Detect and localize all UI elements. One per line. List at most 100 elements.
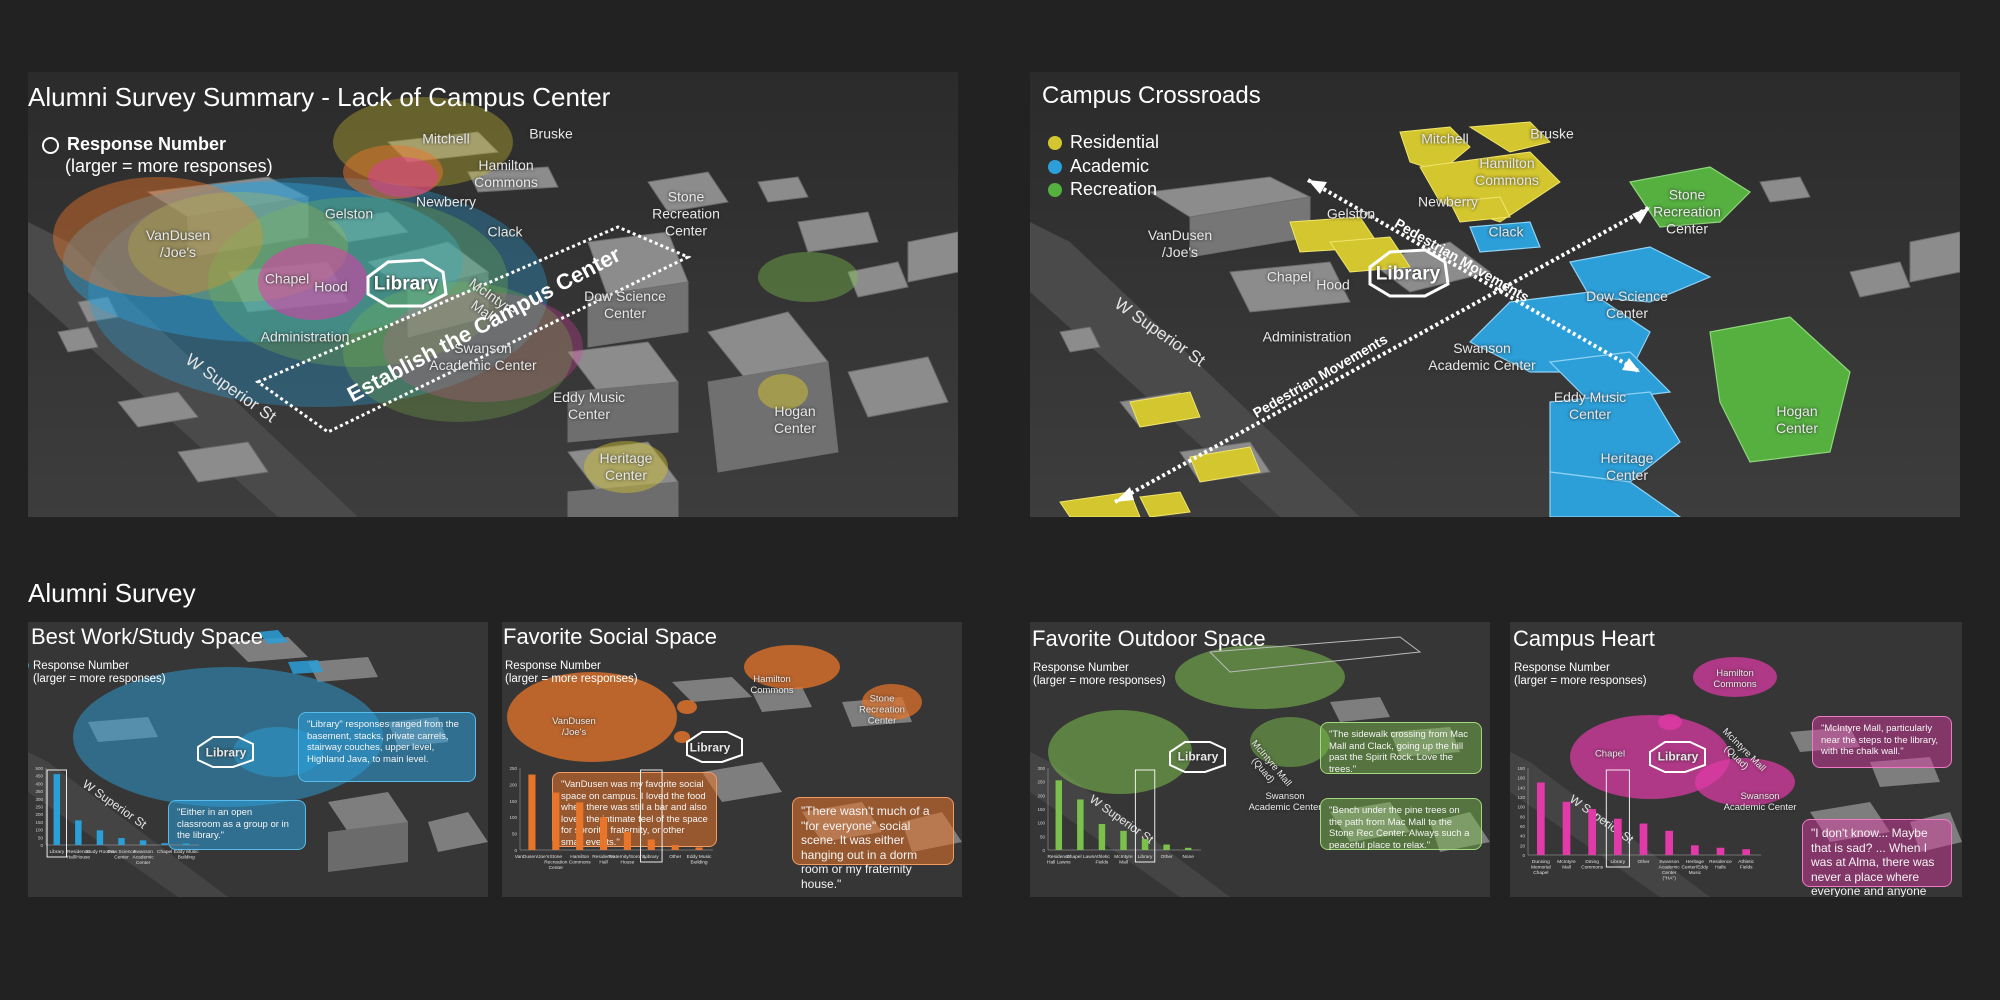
- y-tick-label: 100: [35, 828, 43, 833]
- y-tick-label: 150: [509, 799, 517, 804]
- x-tick-label: Library: [1138, 854, 1153, 860]
- label-swanson: Swanson Academic Center: [429, 340, 537, 373]
- heart-quote-2: "I don't know... Maybe that is sad? ... …: [1802, 819, 1952, 897]
- label-stone: Stone Recreation Center: [652, 188, 720, 239]
- highlight-box: [640, 769, 663, 863]
- bar: [139, 840, 147, 845]
- recreation-buildings: [1628, 166, 1851, 463]
- residential-buildings: [1059, 121, 1561, 517]
- crossroads-panel: Campus Crossroads Residential Academic R…: [1030, 72, 1960, 517]
- highlight-box: [46, 769, 67, 858]
- label-stone: Stone Recreation Center: [1653, 186, 1721, 237]
- y-tick-label: 500: [35, 766, 43, 771]
- summary-panel: Alumni Survey Summary - Lack of Campus C…: [28, 72, 958, 517]
- y-tick-label: 60: [1520, 824, 1526, 829]
- y-tick-label: 250: [1037, 780, 1045, 785]
- label-chapel: Chapel: [1266, 268, 1312, 285]
- label-stone: Stone Recreation Center: [859, 693, 905, 727]
- outdoor-map: [1030, 622, 1490, 897]
- label-vandusen: VanDusen /Joe's: [145, 227, 211, 260]
- social-legend: Response Number(larger = more responses): [502, 660, 638, 686]
- label-mitchell: Mitchell: [1421, 130, 1469, 147]
- x-tick-label: Study Rooms: [86, 849, 115, 855]
- outdoor-title: Favorite Outdoor Space: [1032, 626, 1266, 651]
- label-hamilton: Hamilton Commons: [750, 674, 794, 696]
- label-bruske: Bruske: [529, 125, 573, 142]
- y-tick-label: 350: [35, 789, 43, 794]
- y-tick-label: 300: [1037, 766, 1045, 771]
- label-gelston: Gelston: [1326, 205, 1376, 222]
- outdoor-quote-1: "The sidewalk crossing from Mac Mall and…: [1320, 722, 1482, 775]
- summary-legend-title: Response Number: [42, 134, 226, 155]
- label-chapel: Chapel: [264, 270, 310, 287]
- y-tick-label: 250: [35, 805, 43, 810]
- academic-dot-icon: [1048, 160, 1062, 175]
- y-tick-label: 250: [509, 766, 517, 771]
- pedestrian-arrow-2: [1306, 178, 1642, 374]
- x-tick-label: VanDusen/Joe's: [515, 854, 550, 860]
- social-panel: Favorite Social Space Response Number(la…: [502, 622, 962, 897]
- legend-recreation: Recreation: [1048, 179, 1157, 200]
- library-label: Library: [205, 745, 247, 760]
- y-tick-label: 0: [40, 843, 43, 848]
- label-gelston: Gelston: [324, 205, 374, 222]
- y-tick-label: 200: [509, 782, 517, 787]
- bar: [1184, 847, 1192, 850]
- legend-academic: Academic: [1048, 156, 1149, 177]
- summary-legend-sub: (larger = more responses): [65, 156, 273, 176]
- y-tick-label: 150: [35, 820, 43, 825]
- label-clack: Clack: [1488, 223, 1524, 240]
- social-title: Favorite Social Space: [503, 624, 717, 649]
- heart-legend: Response Number(larger = more responses): [1510, 662, 1647, 688]
- label-chapel: Chapel: [1594, 748, 1626, 760]
- bar: [1665, 830, 1674, 855]
- heart-title: Campus Heart: [1513, 626, 1655, 651]
- summary-map: [28, 72, 958, 517]
- label-administration: Administration: [1262, 328, 1352, 345]
- label-hamilton: Hamilton Commons: [1713, 668, 1757, 690]
- label-eddy: Eddy Music Center: [1553, 389, 1627, 422]
- label-newberry: Newberry: [416, 193, 476, 210]
- bar: [1163, 844, 1170, 850]
- x-tick-label: Chapel Lawn: [1066, 854, 1094, 860]
- outdoor-quote-2: "Bench under the pine trees on the path …: [1320, 798, 1482, 851]
- heart-quote-1: "McIntyre Mall, particularly near the st…: [1812, 716, 1952, 768]
- library-label: Library: [1657, 749, 1699, 764]
- residential-dot-icon: [1048, 136, 1062, 151]
- label-mitchell: Mitchell: [422, 130, 470, 147]
- bar: [576, 802, 584, 850]
- label-hogan: Hogan Center: [773, 403, 817, 436]
- label-vandusen: VanDusen /Joe's: [1147, 227, 1213, 260]
- bar: [1588, 809, 1597, 855]
- bar: [1077, 799, 1084, 850]
- y-tick-label: 100: [509, 815, 517, 820]
- work-quote-1: "Library" responses ranged from the base…: [298, 712, 476, 782]
- work-title: Best Work/Study Space: [31, 624, 263, 649]
- y-tick-label: 80: [1520, 814, 1526, 819]
- label-vandusen: VanDusen /Joe's: [552, 716, 596, 738]
- label-heritage: Heritage Center: [599, 450, 653, 483]
- label-eddy: Eddy Music Center: [552, 389, 626, 422]
- bar: [53, 774, 61, 845]
- bar: [1055, 780, 1063, 850]
- x-tick-label: Library: [1610, 859, 1625, 865]
- y-tick-label: 140: [1517, 785, 1525, 790]
- label-clack: Clack: [487, 223, 523, 240]
- crossroads-title: Campus Crossroads: [1042, 82, 1261, 109]
- bar: [96, 830, 104, 845]
- y-tick-label: 50: [38, 835, 44, 840]
- y-tick-label: 180: [1517, 766, 1525, 771]
- bar: [695, 847, 703, 850]
